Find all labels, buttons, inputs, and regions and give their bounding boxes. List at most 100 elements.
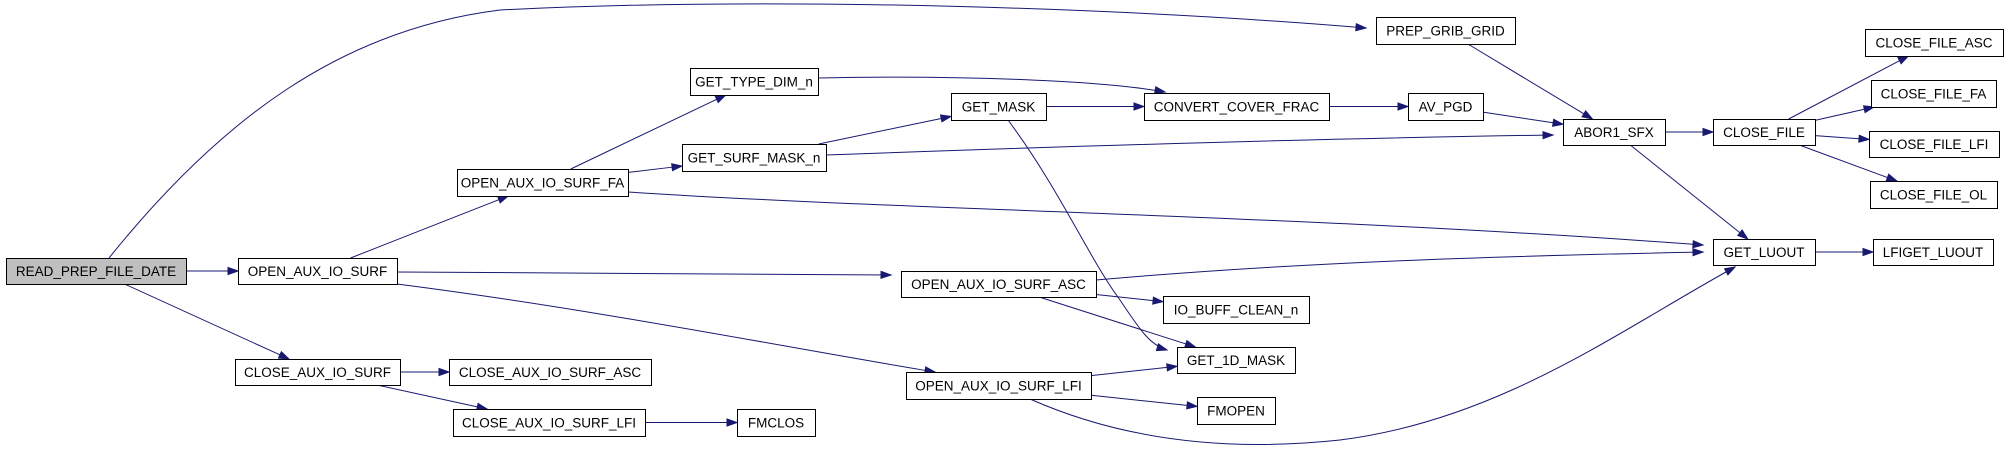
arrowhead-icon xyxy=(1153,85,1167,95)
edge-line xyxy=(570,98,717,170)
node-close-file[interactable]: CLOSE_FILE xyxy=(1713,119,1816,146)
node-close-file-lfi[interactable]: CLOSE_FILE_LFI xyxy=(1869,131,2000,158)
arrowhead-icon xyxy=(1155,343,1169,352)
node-label: CLOSE_AUX_IO_SURF_ASC xyxy=(459,365,642,380)
node-box xyxy=(457,169,629,197)
node-box xyxy=(737,409,816,437)
node-box xyxy=(6,258,187,285)
edge-line xyxy=(350,199,500,259)
arrowhead-icon xyxy=(1355,22,1368,32)
edge-line xyxy=(124,283,281,356)
node-box xyxy=(1713,239,1816,266)
node-fmopen[interactable]: FMOPEN xyxy=(1197,397,1276,425)
edge-convert-cover-frac-to-av-pgd xyxy=(1329,102,1410,111)
arrowhead-icon xyxy=(1397,102,1410,111)
node-box xyxy=(1869,131,2000,158)
node-label: GET_TYPE_DIM_n xyxy=(695,75,813,90)
edge-close-file-to-close-file-fa xyxy=(1814,105,1876,121)
edge-open-aux-io-surf-asc-to-io-buff-clean-n xyxy=(1095,293,1165,305)
node-lfiget-luout[interactable]: LFIGET_LUOUT xyxy=(1873,239,1994,266)
node-get-mask[interactable]: GET_MASK xyxy=(951,93,1047,121)
node-open-aux-io-surf-lfi[interactable]: OPEN_AUX_IO_SURF_LFI xyxy=(906,372,1092,400)
edge-get-surf-mask-n-to-abor1-sfx xyxy=(825,130,1555,156)
edge-line xyxy=(376,384,478,408)
node-box xyxy=(901,271,1097,298)
edge-close-aux-io-surf-to-close-aux-io-surf-asc xyxy=(400,367,451,377)
edge-close-file-to-close-file-ol xyxy=(1799,144,1899,182)
edge-line xyxy=(1007,119,1168,351)
edge-line xyxy=(1038,296,1187,345)
node-label: PREP_GRIB_GRID xyxy=(1386,24,1505,39)
node-box xyxy=(1563,119,1666,146)
node-label: READ_PREP_FILE_DATE xyxy=(16,264,176,279)
edge-line xyxy=(1629,144,1741,234)
edge-line xyxy=(1467,43,1585,115)
node-label: CONVERT_COVER_FRAC xyxy=(1154,100,1320,115)
edge-line xyxy=(108,3,1367,259)
node-open-aux-io-surf-asc[interactable]: OPEN_AUX_IO_SURF_ASC xyxy=(901,271,1097,298)
node-label: ABOR1_SFX xyxy=(1574,125,1654,140)
edge-read-prep-file-date-to-close-aux-io-surf xyxy=(124,283,291,360)
edge-line xyxy=(1090,394,1188,406)
arrowhead-icon xyxy=(671,163,684,172)
node-get-type-dim-n[interactable]: GET_TYPE_DIM_n xyxy=(690,68,819,96)
edge-abor1-sfx-to-get-luout xyxy=(1629,144,1749,240)
node-convert-cover-frac[interactable]: CONVERT_COVER_FRAC xyxy=(1144,93,1330,121)
node-open-aux-io-surf-fa[interactable]: OPEN_AUX_IO_SURF_FA xyxy=(457,169,629,197)
node-get-surf-mask-n[interactable]: GET_SURF_MASK_n xyxy=(682,144,827,172)
arrowhead-icon xyxy=(1692,248,1705,257)
node-label: CLOSE_FILE_FA xyxy=(1881,87,1987,102)
edge-abor1-sfx-to-close-file xyxy=(1665,127,1715,137)
edge-line xyxy=(396,283,936,373)
arrowhead-icon xyxy=(227,266,240,276)
node-box xyxy=(1713,119,1816,146)
edge-read-prep-file-date-to-open-aux-io-surf xyxy=(186,266,240,276)
node-close-file-fa[interactable]: CLOSE_FILE_FA xyxy=(1871,80,1997,108)
arrowhead-icon xyxy=(1702,127,1715,137)
node-close-file-asc[interactable]: CLOSE_FILE_ASC xyxy=(1865,29,2004,57)
arrowhead-icon xyxy=(1897,55,1910,65)
node-av-pgd[interactable]: AV_PGD xyxy=(1408,93,1484,121)
arrowhead-icon xyxy=(714,94,728,104)
node-label: GET_SURF_MASK_n xyxy=(688,151,821,166)
node-io-buff-clean-n[interactable]: IO_BUFF_CLEAN_n xyxy=(1163,296,1310,324)
node-box xyxy=(1408,93,1484,121)
arrowhead-icon xyxy=(1736,229,1749,240)
edge-close-file-to-close-file-lfi xyxy=(1814,134,1871,143)
node-label: OPEN_AUX_IO_SURF_LFI xyxy=(915,379,1082,394)
node-label: FMCLOS xyxy=(748,416,804,431)
node-box xyxy=(682,144,827,172)
edge-line xyxy=(1095,293,1154,302)
node-close-aux-io-surf-lfi[interactable]: CLOSE_AUX_IO_SURF_LFI xyxy=(453,409,646,437)
arrowhead-icon xyxy=(726,418,739,427)
node-abor1-sfx[interactable]: ABOR1_SFX xyxy=(1563,119,1666,146)
node-prep-grib-grid[interactable]: PREP_GRIB_GRID xyxy=(1376,17,1516,45)
arrowhead-icon xyxy=(1186,401,1199,410)
node-box xyxy=(1873,239,1994,266)
edge-line xyxy=(1090,366,1168,377)
node-box xyxy=(1376,17,1516,45)
node-close-aux-io-surf[interactable]: CLOSE_AUX_IO_SURF xyxy=(235,359,401,386)
edge-av-pgd-to-abor1-sfx xyxy=(1482,111,1565,127)
node-box xyxy=(235,359,401,386)
edge-prep-grib-grid-to-abor1-sfx xyxy=(1467,43,1594,120)
node-label: CLOSE_FILE xyxy=(1723,125,1805,140)
edges-layer xyxy=(108,3,1910,445)
node-label: LFIGET_LUOUT xyxy=(1883,245,1984,260)
node-open-aux-io-surf[interactable]: OPEN_AUX_IO_SURF xyxy=(238,258,398,285)
edge-line xyxy=(396,271,892,276)
node-label: GET_MASK xyxy=(962,100,1036,115)
node-close-file-ol[interactable]: CLOSE_FILE_OL xyxy=(1870,181,1998,209)
node-box xyxy=(1144,93,1330,121)
arrowhead-icon xyxy=(1551,118,1565,127)
node-label: CLOSE_FILE_ASC xyxy=(1875,36,1992,51)
node-label: OPEN_AUX_IO_SURF_ASC xyxy=(911,277,1086,292)
node-get-luout[interactable]: GET_LUOUT xyxy=(1713,239,1816,266)
node-fmclos[interactable]: FMCLOS xyxy=(737,409,816,437)
node-read-prep-file-date[interactable]: READ_PREP_FILE_DATE xyxy=(6,258,187,285)
node-close-aux-io-surf-asc[interactable]: CLOSE_AUX_IO_SURF_ASC xyxy=(449,359,652,386)
node-get-1d-mask[interactable]: GET_1D_MASK xyxy=(1177,347,1296,374)
node-label: GET_1D_MASK xyxy=(1187,353,1285,368)
nodes-layer: READ_PREP_FILE_DATE OPEN_AUX_IO_SURF CLOSE… xyxy=(6,17,2004,437)
node-box xyxy=(1197,397,1276,425)
